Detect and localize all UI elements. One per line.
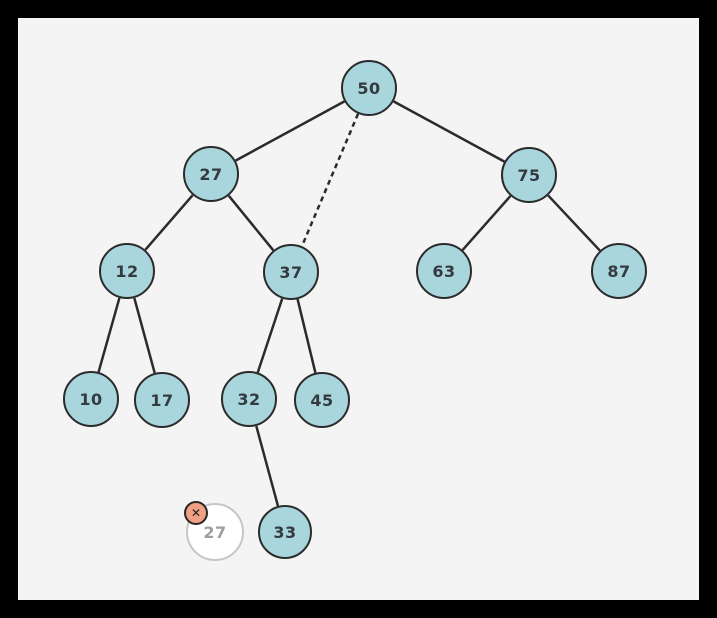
- tree-node-12[interactable]: 12: [99, 243, 155, 299]
- tree-node-label: 75: [517, 165, 541, 185]
- tree-node-17[interactable]: 17: [134, 372, 190, 428]
- tree-node-45[interactable]: 45: [294, 372, 350, 428]
- tree-node-27[interactable]: 27: [183, 146, 239, 202]
- tree-node-87[interactable]: 87: [591, 243, 647, 299]
- tree-node-label: 12: [115, 261, 139, 281]
- tree-node-label: 32: [237, 389, 261, 409]
- delete-x-badge[interactable]: ✕: [184, 501, 208, 525]
- tree-node-label: 37: [279, 262, 303, 282]
- tree-node-label: 63: [432, 261, 456, 281]
- tree-node-label: 33: [273, 522, 297, 542]
- tree-node-33[interactable]: 33: [258, 505, 312, 559]
- tree-node-label: 27: [203, 522, 227, 542]
- tree-node-37[interactable]: 37: [263, 244, 319, 300]
- tree-node-label: 10: [79, 389, 103, 409]
- tree-node-label: 45: [310, 390, 334, 410]
- tree-node-50[interactable]: 50: [341, 60, 397, 116]
- tree-node-label: 27: [199, 164, 223, 184]
- tree-node-label: 50: [357, 78, 381, 98]
- tree-node-label: 17: [150, 390, 174, 410]
- tree-node-63[interactable]: 63: [416, 243, 472, 299]
- x-icon: ✕: [190, 506, 202, 520]
- tree-node-75[interactable]: 75: [501, 147, 557, 203]
- tree-node-label: 87: [607, 261, 631, 281]
- tree-node-10[interactable]: 10: [63, 371, 119, 427]
- tree-node-32[interactable]: 32: [221, 371, 277, 427]
